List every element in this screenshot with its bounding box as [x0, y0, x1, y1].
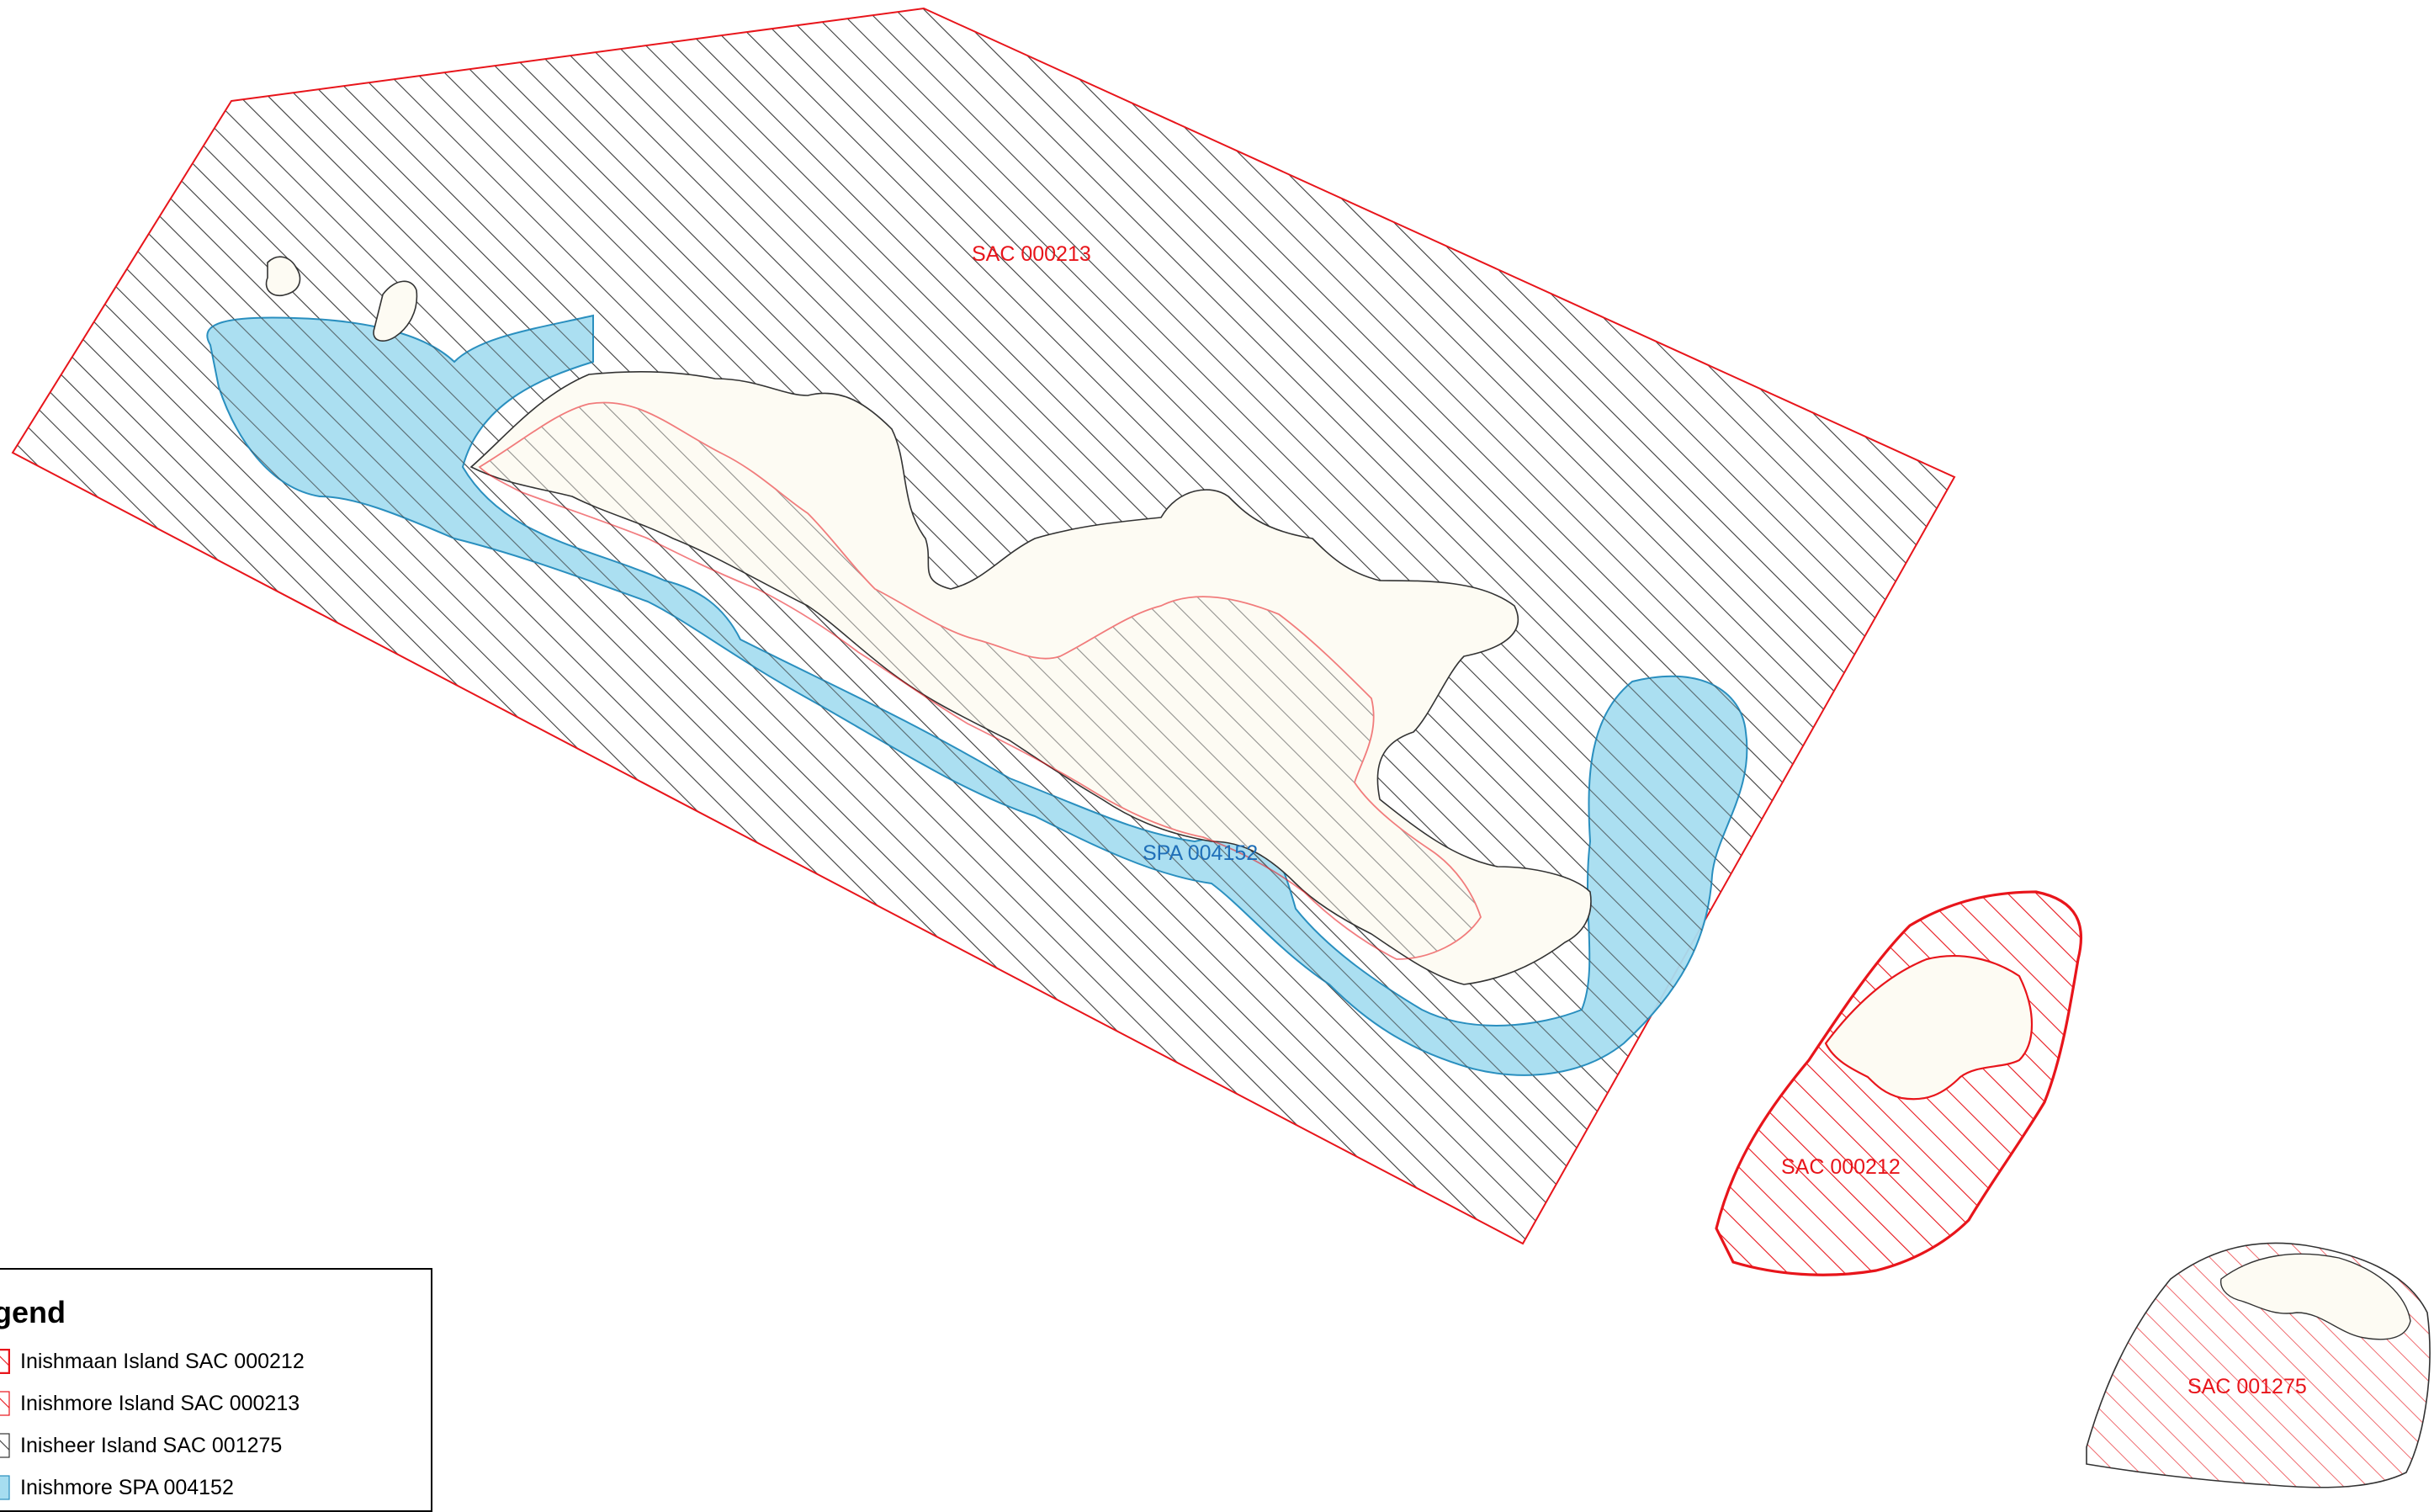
label-spa-004152: SPA 004152: [1143, 841, 1258, 865]
inishmaan-island-land: [1824, 954, 2033, 1101]
inisheer-island-land: [2219, 1253, 2411, 1340]
inishmore-sac-terrestrial: [478, 401, 1482, 960]
legend-label-inishmaan: Inishmaan Island SAC 000212: [20, 1349, 305, 1373]
legend-item-inisheer: Inisheer Island SAC 001275: [0, 1431, 282, 1460]
legend-panel: Legend Inishmaan Island SAC 000212 Inish…: [0, 1268, 432, 1512]
legend-swatch-red-thin: [0, 1391, 10, 1416]
legend-label-inishmore-sac: Inishmore Island SAC 000213: [20, 1391, 300, 1415]
label-sac-000212: SAC 000212: [1781, 1155, 1901, 1179]
legend-item-inishmaan: Inishmaan Island SAC 000212: [0, 1347, 305, 1376]
legend-label-inisheer: Inisheer Island SAC 001275: [20, 1433, 283, 1457]
legend-item-inishmore-sac: Inishmore Island SAC 000213: [0, 1389, 300, 1418]
legend-label-inishmore-spa: Inishmore SPA 004152: [20, 1475, 234, 1499]
label-sac-000213: SAC 000213: [972, 242, 1091, 266]
label-sac-001275: SAC 001275: [2187, 1375, 2307, 1398]
legend-item-inishmore-spa: Inishmore SPA 004152: [0, 1473, 234, 1502]
legend-swatch-red-thick: [0, 1349, 10, 1374]
islet-north-west-2: [373, 280, 418, 342]
legend-swatch-blue: [0, 1475, 10, 1500]
legend-title: Legend: [0, 1295, 66, 1329]
islet-north-west-1: [265, 256, 301, 296]
legend-swatch-black: [0, 1433, 10, 1458]
